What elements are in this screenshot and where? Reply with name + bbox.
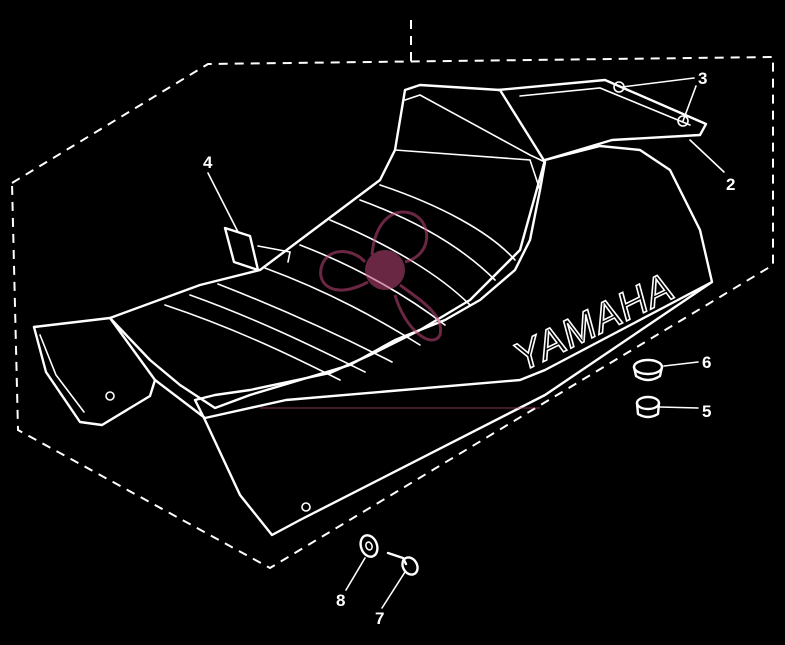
seat-front-lip bbox=[32, 325, 157, 427]
seat-cushion bbox=[108, 83, 547, 410]
watermark-fan-logo bbox=[260, 210, 540, 409]
callout-4: 4 bbox=[203, 153, 213, 172]
leader-lines bbox=[207, 77, 725, 609]
seat-cushion-bolster bbox=[394, 149, 541, 191]
grommet-5 bbox=[635, 395, 661, 419]
washer-8 bbox=[359, 534, 379, 558]
assembly-boundary bbox=[10, 55, 774, 570]
callout-8: 8 bbox=[336, 591, 345, 610]
seat-rear-plate bbox=[496, 78, 708, 162]
callout-2: 2 bbox=[726, 175, 735, 194]
front-mount-hole bbox=[105, 391, 115, 401]
damper-6 bbox=[632, 358, 664, 382]
callout-3: 3 bbox=[698, 69, 707, 88]
callout-7: 7 bbox=[375, 609, 384, 628]
seat-base bbox=[32, 144, 714, 537]
callout-5: 5 bbox=[702, 402, 711, 421]
rear-mount-hole bbox=[301, 502, 311, 512]
seat-rear-plate-edge bbox=[519, 87, 691, 126]
callout-6: 6 bbox=[702, 353, 711, 372]
rear-screw-b bbox=[677, 115, 689, 127]
seat-strap-loop bbox=[257, 245, 291, 263]
bolt-7 bbox=[386, 551, 419, 576]
seat-cushion-back-edge bbox=[404, 94, 546, 163]
seat-strap bbox=[223, 226, 260, 272]
seat-front-inner bbox=[39, 334, 85, 413]
seat-pleats bbox=[164, 184, 516, 381]
